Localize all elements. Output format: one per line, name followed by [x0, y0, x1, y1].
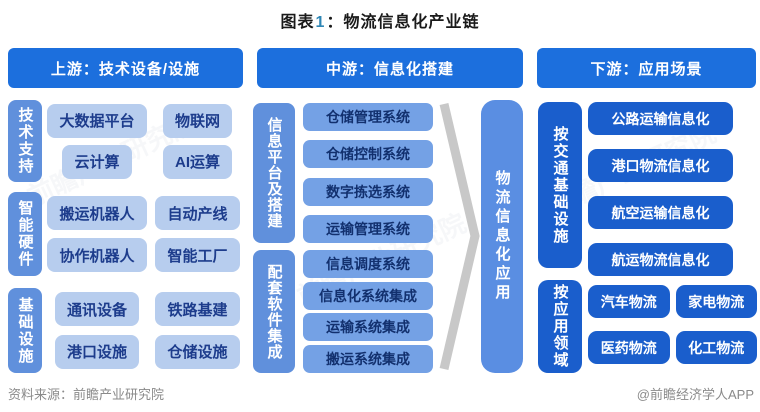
- item-box: 公路运输信息化: [588, 102, 733, 135]
- cell: 大数据平台: [42, 100, 152, 141]
- midstream-group-info-platform: 信息平台及搭建 仓储管理系统 仓储控制系统 数字拣选系统 运输管理系统: [253, 103, 433, 243]
- group-label-smart-hardware: 智能硬件: [8, 192, 42, 276]
- cell: 物联网: [152, 100, 243, 141]
- item-box: 运输管理系统: [303, 214, 433, 243]
- item-box: 大数据平台: [47, 103, 147, 138]
- item-box: 医药物流: [588, 331, 670, 364]
- item-box: 数字拣选系统: [303, 177, 433, 206]
- title-prefix: 图表: [280, 14, 315, 31]
- upstream-section: 技术支持 大数据平台 物联网 云计算 AI运算 智能硬件 搬运机器人 自动产线 …: [8, 100, 243, 373]
- cell: 通讯设备: [42, 288, 152, 331]
- upstream-grid: 通讯设备 铁路基建 港口设施 仓储设施: [42, 288, 243, 373]
- credit-note: @前瞻经济学人APP: [636, 387, 754, 402]
- cell: 搬运机器人: [42, 192, 152, 234]
- item-box: 仓储设施: [155, 334, 240, 369]
- item-box: 搬运机器人: [47, 196, 147, 230]
- item-box: 航空运输信息化: [588, 196, 733, 229]
- flow-arrow-icon: [439, 102, 480, 371]
- item-box: 搬运系统集成: [303, 344, 433, 373]
- item-box: 运输系统集成: [303, 313, 433, 342]
- figure-title: 图表1：物流信息化产业链: [0, 8, 760, 32]
- midstream-list: 信息调度系统 信息化系统集成 运输系统集成 搬运系统集成: [303, 250, 433, 373]
- header-upstream: 上游：技术设备/设施: [8, 48, 243, 88]
- item-box: 协作机器人: [47, 238, 147, 272]
- downstream-list: 公路运输信息化 港口物流信息化 航空运输信息化 航运物流信息化: [588, 102, 757, 276]
- item-box: 化工物流: [675, 331, 757, 364]
- cell: 铁路基建: [152, 288, 243, 331]
- cell: 自动产线: [152, 192, 243, 234]
- cell: AI运算: [152, 141, 243, 182]
- application-bar: 物流信息化应用: [481, 100, 523, 373]
- group-label-transport-infrastructure: 按交通基础设施: [538, 102, 582, 268]
- item-box: 汽车物流: [588, 285, 670, 318]
- upstream-grid: 大数据平台 物联网 云计算 AI运算: [42, 100, 243, 182]
- group-label-application-field: 按应用领域: [538, 280, 582, 373]
- upstream-group-tech-support: 技术支持 大数据平台 物联网 云计算 AI运算: [8, 100, 243, 182]
- downstream-grid: 汽车物流 家电物流 医药物流 化工物流: [588, 280, 757, 373]
- item-box: 仓储管理系统: [303, 103, 433, 131]
- item-box: 智能工厂: [155, 238, 240, 272]
- group-label-infrastructure: 基础设施: [8, 288, 42, 373]
- midstream-list: 仓储管理系统 仓储控制系统 数字拣选系统 运输管理系统: [303, 103, 433, 243]
- header-downstream: 下游：应用场景: [537, 48, 756, 88]
- downstream-group-transport-infrastructure: 按交通基础设施 公路运输信息化 港口物流信息化 航空运输信息化 航运物流信息化: [538, 102, 757, 276]
- upstream-grid: 搬运机器人 自动产线 协作机器人 智能工厂: [42, 192, 243, 276]
- midstream-section: 信息平台及搭建 仓储管理系统 仓储控制系统 数字拣选系统 运输管理系统 配套软件…: [253, 103, 433, 373]
- item-box: 信息调度系统: [303, 250, 433, 278]
- downstream-group-application-field: 按应用领域 汽车物流 家电物流 医药物流 化工物流: [538, 280, 757, 373]
- upstream-group-infrastructure: 基础设施 通讯设备 铁路基建 港口设施 仓储设施: [8, 288, 243, 373]
- group-label-info-platform: 信息平台及搭建: [253, 103, 295, 243]
- header-midstream: 中游：信息化搭建: [257, 48, 523, 88]
- title-number: 1: [315, 14, 326, 31]
- cell: 协作机器人: [42, 234, 152, 276]
- source-note: 资料来源：前瞻产业研究院: [8, 387, 165, 402]
- item-box: 港口设施: [54, 334, 139, 369]
- item-box: 物联网: [162, 103, 232, 138]
- item-box: 信息化系统集成: [303, 281, 433, 310]
- item-box: 仓储控制系统: [303, 140, 433, 169]
- cell: 云计算: [42, 141, 152, 182]
- item-box: AI运算: [162, 144, 232, 179]
- item-box: 家电物流: [675, 285, 757, 318]
- cell: 仓储设施: [152, 331, 243, 374]
- cell: 智能工厂: [152, 234, 243, 276]
- item-box: 通讯设备: [54, 292, 139, 327]
- item-box: 港口物流信息化: [588, 149, 733, 182]
- title-text: ：物流信息化产业链: [326, 14, 480, 31]
- item-box: 自动产线: [155, 196, 240, 230]
- cell: 港口设施: [42, 331, 152, 374]
- upstream-group-smart-hardware: 智能硬件 搬运机器人 自动产线 协作机器人 智能工厂: [8, 192, 243, 276]
- item-box: 航运物流信息化: [588, 243, 733, 276]
- downstream-section: 按交通基础设施 公路运输信息化 港口物流信息化 航空运输信息化 航运物流信息化 …: [538, 102, 757, 373]
- item-box: 云计算: [62, 144, 132, 179]
- midstream-group-software-integration: 配套软件集成 信息调度系统 信息化系统集成 运输系统集成 搬运系统集成: [253, 250, 433, 373]
- group-label-tech-support: 技术支持: [8, 100, 42, 182]
- item-box: 铁路基建: [155, 292, 240, 327]
- group-label-software-integration: 配套软件集成: [253, 250, 295, 373]
